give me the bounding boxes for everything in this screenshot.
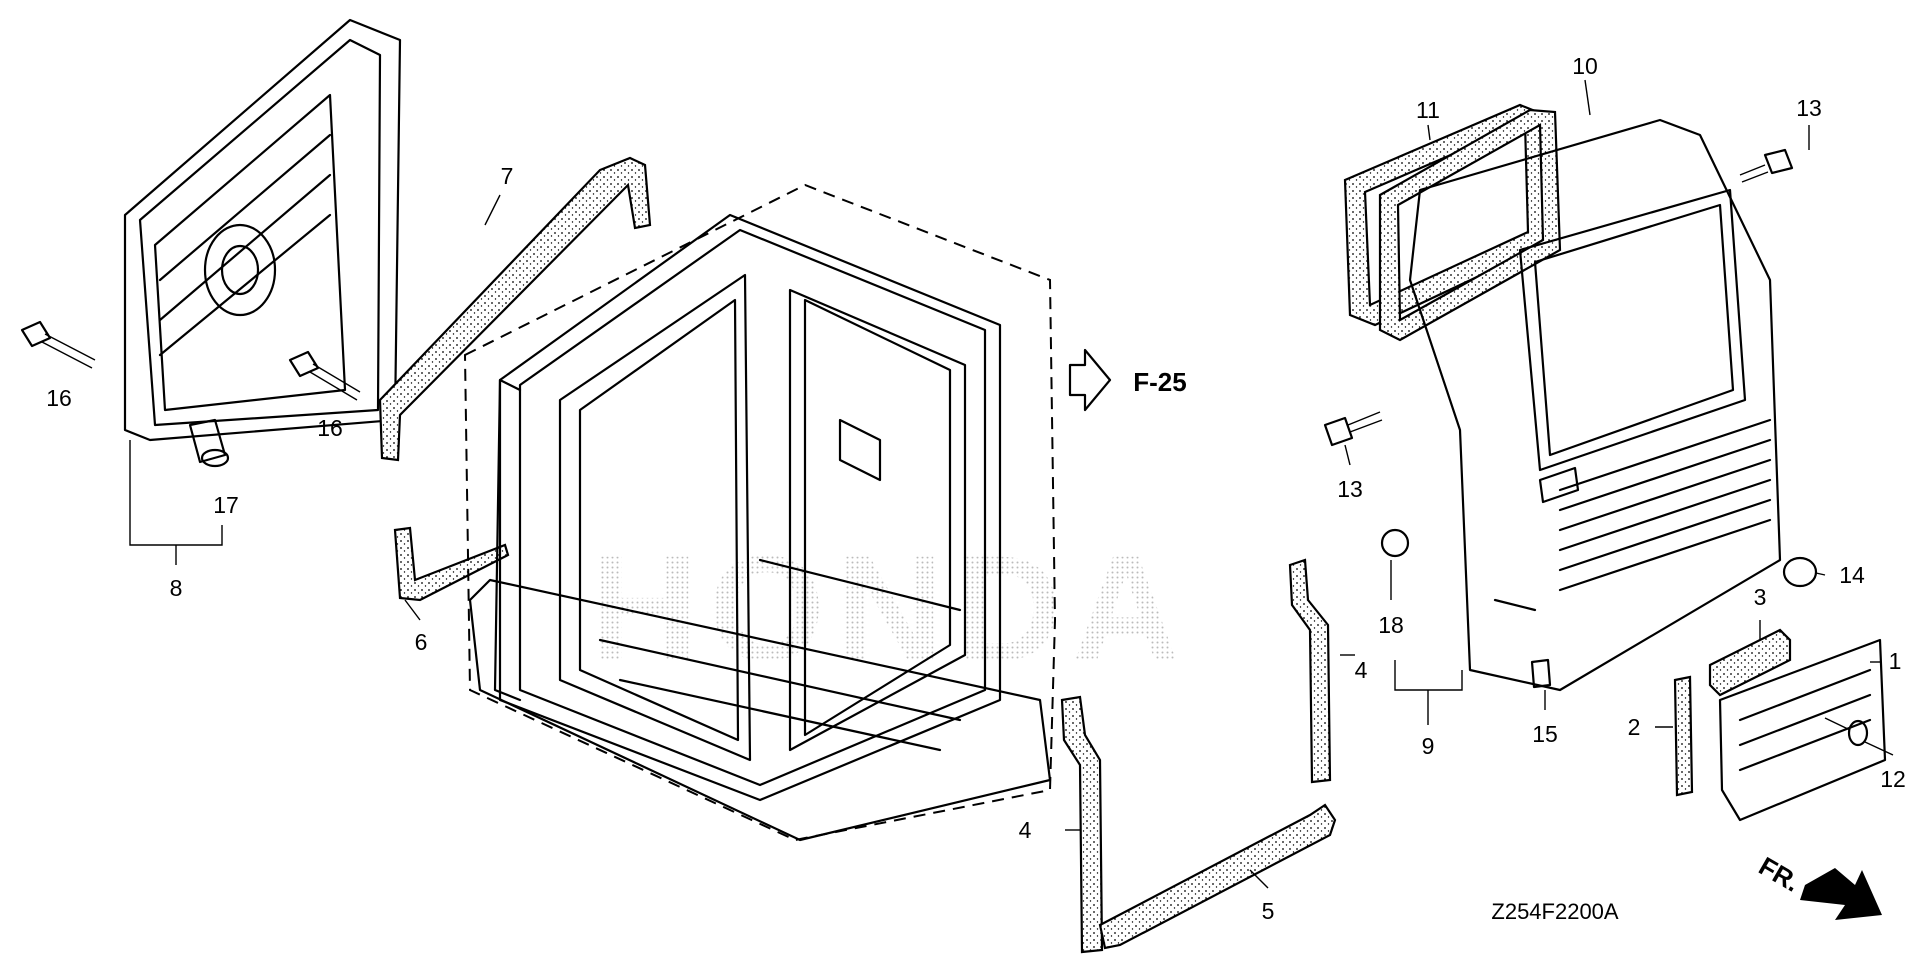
callout-3: 3 (1754, 584, 1767, 610)
bolt-16-mid (288, 350, 361, 401)
honda-watermark: HONDA (590, 524, 1190, 692)
reference-f25: F-25 (1068, 348, 1187, 412)
callout-9: 9 (1422, 733, 1435, 759)
front-label: FR. (1754, 851, 1805, 898)
callout-15: 15 (1532, 721, 1558, 747)
callout-12: 12 (1880, 766, 1906, 792)
bolt-16-left (20, 320, 96, 369)
seal-6 (393, 526, 510, 602)
louver-1 (1718, 638, 1887, 822)
callout-5: 5 (1262, 898, 1275, 924)
arrow-right-down-icon (1800, 868, 1882, 920)
callout-10: 10 (1572, 53, 1598, 79)
side-cover-left (123, 18, 402, 442)
callout-17: 17 (213, 492, 239, 518)
seal-5 (1098, 803, 1337, 950)
seal-2 (1673, 675, 1694, 797)
seal-7 (378, 156, 652, 462)
front-cover (1408, 118, 1782, 692)
callout-4: 4 (1355, 657, 1368, 683)
leader-lines (129, 79, 1894, 889)
callout-16: 16 (317, 415, 343, 441)
callout-13: 13 (1337, 476, 1363, 502)
callout-16: 16 (46, 385, 72, 411)
front-direction-indicator: FR. (1754, 851, 1882, 920)
callout-14: 14 (1839, 562, 1865, 588)
cap-14 (1782, 556, 1818, 588)
callout-13: 13 (1796, 95, 1822, 121)
frame (468, 213, 1052, 842)
gasket-10 (1378, 108, 1562, 342)
bolt-13-left (1323, 411, 1383, 447)
callout-7: 7 (501, 163, 514, 189)
diagram-code: Z254F2200A (1491, 899, 1619, 924)
callout-8: 8 (170, 575, 183, 601)
seal-3 (1708, 628, 1792, 697)
reference-label: F-25 (1133, 367, 1186, 397)
seal-4-left (1060, 695, 1104, 954)
frame-group-outline (463, 183, 1057, 842)
callout-6: 6 (415, 629, 428, 655)
callout-2: 2 (1628, 714, 1641, 740)
callout-18: 18 (1378, 612, 1404, 638)
callouts: 16 16 17 8 7 6 4 4 5 11 10 13 13 14 18 9… (46, 53, 1906, 924)
bolt-13-top (1739, 148, 1794, 183)
callout-4: 4 (1019, 817, 1032, 843)
callout-11: 11 (1416, 97, 1440, 123)
nut-15 (1530, 658, 1552, 689)
screw-12 (1824, 717, 1869, 747)
seal-4-right (1288, 558, 1332, 784)
grommet-18 (1380, 528, 1410, 558)
collar-17 (188, 418, 230, 468)
callout-1: 1 (1889, 648, 1902, 674)
